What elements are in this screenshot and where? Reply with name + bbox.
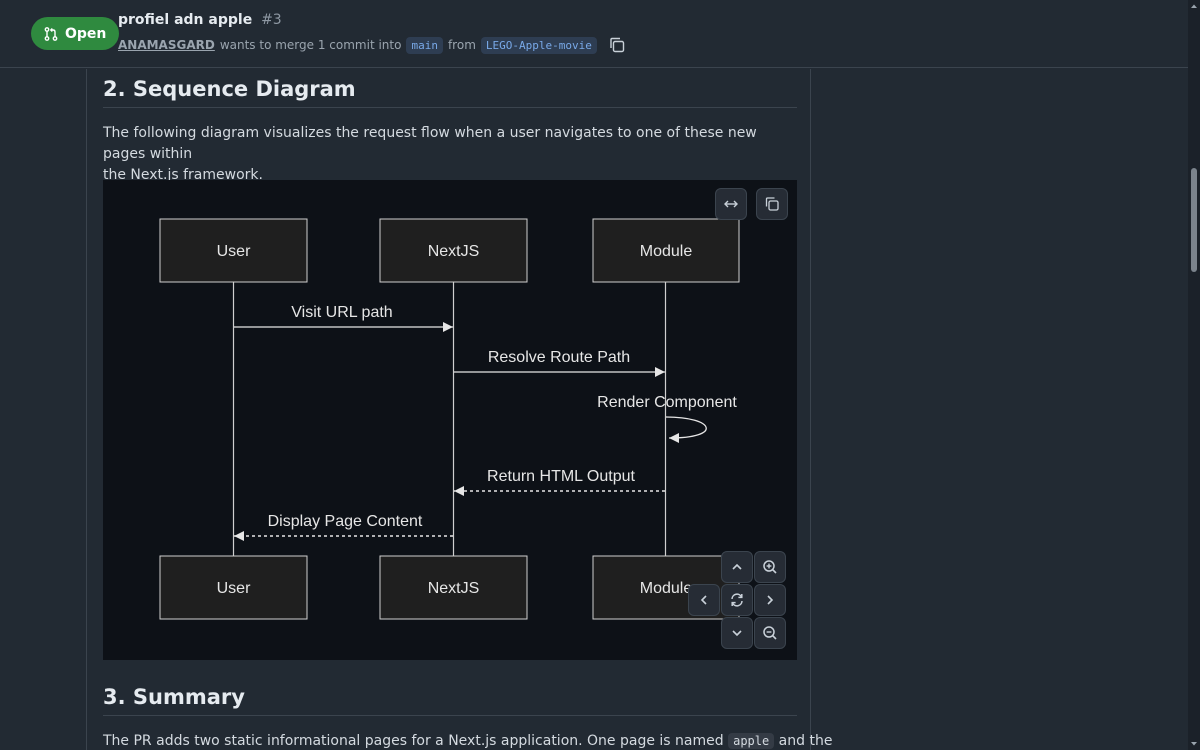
expand-icon: [724, 200, 738, 208]
sequence-intro: The following diagram visualizes the req…: [103, 123, 797, 186]
expand-button[interactable]: [715, 188, 747, 220]
message-label: Render Component: [597, 394, 737, 411]
pr-number: #3: [261, 12, 282, 28]
actor-user-bottom: User: [159, 555, 308, 620]
chevron-right-icon: [767, 595, 774, 605]
merge-text: wants to merge 1 commit into: [219, 38, 402, 52]
zoom-in-icon: [763, 560, 777, 574]
pr-header: Open profiel adn apple #3 ANAMASGARD wan…: [0, 0, 1188, 68]
pr-description: 2. Sequence Diagram The following diagra…: [86, 69, 832, 750]
copy-branch-button[interactable]: [608, 36, 626, 54]
base-branch[interactable]: main: [406, 36, 443, 54]
copy-icon: [765, 197, 779, 211]
sequence-diagram: User NextJS Module Visit URL path Resolv…: [103, 180, 797, 660]
copy-diagram-button[interactable]: [756, 188, 788, 220]
message-return-html: Return HTML Output: [454, 468, 665, 496]
message-label: Display Page Content: [268, 513, 423, 530]
scroll-down-icon[interactable]: [1188, 738, 1200, 750]
from-text: from: [447, 38, 476, 52]
chevron-down-icon: [732, 630, 742, 637]
scroll-up-icon[interactable]: [1188, 0, 1200, 12]
zoom-in-button[interactable]: [754, 551, 786, 583]
actor-user-top: User: [159, 218, 308, 283]
status-badge: Open: [31, 17, 120, 50]
status-text: Open: [65, 25, 107, 42]
head-branch[interactable]: LEGO-Apple-movie: [480, 36, 597, 54]
chevron-left-icon: [700, 595, 707, 605]
author-link[interactable]: ANAMASGARD: [118, 38, 215, 52]
actor-label: Module: [640, 243, 693, 260]
actor-label: Module: [640, 580, 693, 597]
inline-code: apple: [728, 733, 775, 749]
actor-label: User: [217, 243, 251, 260]
pan-down-button[interactable]: [721, 617, 753, 649]
page-scrollbar[interactable]: [1188, 0, 1200, 750]
summary-heading: 3. Summary: [103, 685, 797, 716]
actor-nextjs-bottom: NextJS: [379, 555, 528, 620]
message-label: Visit URL path: [291, 304, 392, 321]
actor-module-top: Module: [592, 218, 740, 283]
message-label: Return HTML Output: [487, 468, 635, 485]
pr-meta: ANAMASGARD wants to merge 1 commit into …: [118, 36, 626, 54]
message-visit-url: Visit URL path: [234, 304, 453, 332]
zoom-out-button[interactable]: [754, 617, 786, 649]
zoom-out-icon: [763, 626, 777, 640]
pull-request-icon: [44, 26, 58, 41]
actor-nextjs-top: NextJS: [379, 218, 528, 283]
reset-view-button[interactable]: [721, 584, 753, 616]
actor-label: NextJS: [428, 243, 480, 260]
pr-title-text: profiel adn apple: [118, 12, 253, 28]
message-resolve-route: Resolve Route Path: [454, 349, 665, 377]
message-display-page: Display Page Content: [234, 513, 453, 541]
pan-left-button[interactable]: [688, 584, 720, 616]
pr-title: profiel adn apple #3: [118, 12, 282, 28]
chevron-up-icon: [732, 563, 742, 570]
pan-up-button[interactable]: [721, 551, 753, 583]
summary-text-after: and the: [778, 733, 833, 749]
sequence-intro-line1: The following diagram visualizes the req…: [103, 125, 757, 162]
summary-text: The PR adds two static informational pag…: [103, 731, 832, 750]
message-label: Resolve Route Path: [488, 349, 630, 366]
scrollbar-thumb[interactable]: [1191, 168, 1197, 272]
actor-label: NextJS: [428, 580, 480, 597]
summary-text-before: The PR adds two static informational pag…: [103, 733, 724, 749]
sequence-diagram-heading: 2. Sequence Diagram: [103, 77, 797, 108]
pan-right-button[interactable]: [754, 584, 786, 616]
diagram-canvas: User NextJS Module Visit URL path Resolv…: [159, 218, 740, 620]
copy-icon: [610, 37, 625, 53]
sequence-intro-line2: the Next.js framework.: [103, 167, 263, 183]
reset-icon: [731, 593, 743, 607]
message-render-component: Render Component: [597, 394, 737, 443]
actor-label: User: [217, 580, 251, 597]
